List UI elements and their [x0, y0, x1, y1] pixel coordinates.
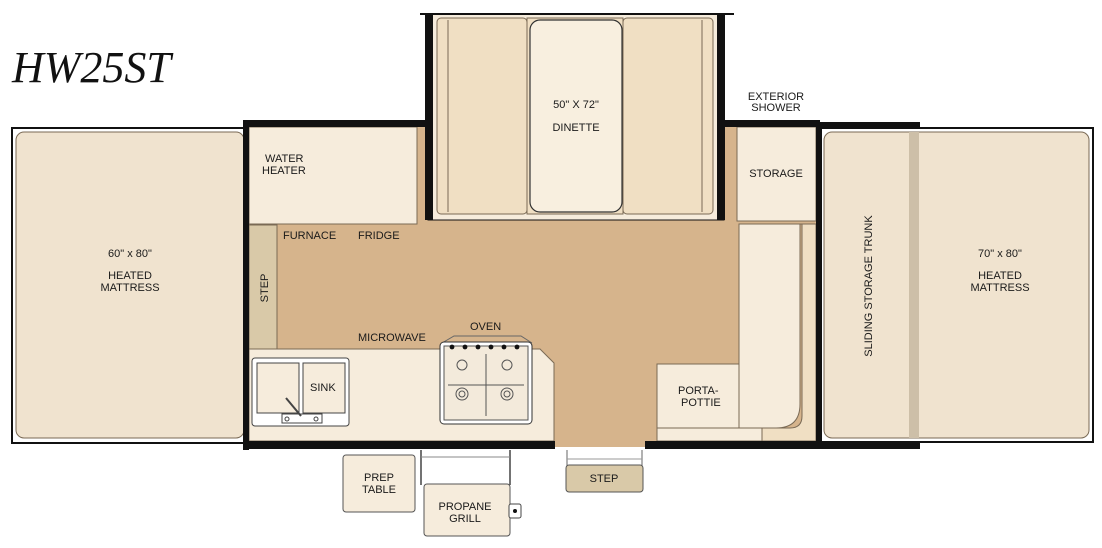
left-bed-mattress: MATTRESS [100, 282, 159, 294]
dinette [420, 13, 734, 221]
porta-pottie-base [656, 427, 763, 442]
water-heater-label-1: WATER [265, 153, 304, 165]
porta-pottie-label-2: POTTIE [681, 397, 721, 409]
oven-label: OVEN [470, 321, 501, 333]
propane-grill-label-2: GRILL [449, 513, 481, 525]
oven-knobs [449, 344, 520, 350]
prep-table-label-2: TABLE [362, 484, 396, 496]
entry-step-label: STEP [590, 473, 619, 485]
right-bed-mattress: MATTRESS [970, 282, 1029, 294]
model-title: HW25ST [11, 43, 174, 92]
left-bed-size: 60" x 80" [108, 248, 152, 260]
right-bed [820, 127, 1094, 443]
dinette-size: 50" X 72" [553, 99, 599, 111]
oven [439, 335, 533, 425]
entry-step [565, 450, 644, 493]
walls [243, 120, 920, 450]
water-heater-label-2: HEATER [262, 165, 306, 177]
porta-pottie-label-1: PORTA- [678, 385, 719, 397]
left-bed-heated: HEATED [108, 270, 152, 282]
sliding-storage-trunk-label: SLIDING STORAGE TRUNK [863, 215, 875, 357]
furnace-label: FURNACE [283, 230, 336, 242]
right-bed-heated: HEATED [978, 270, 1022, 282]
sink-label: SINK [310, 382, 336, 394]
fridge-label: FRIDGE [358, 230, 400, 242]
left-bed [11, 127, 251, 444]
dinette-label: DINETTE [552, 122, 599, 134]
propane-grill [420, 450, 522, 537]
storage [736, 126, 817, 222]
prep-table-label-1: PREP [364, 472, 394, 484]
exterior-shower-label-2: SHOWER [751, 102, 801, 114]
microwave-label: MICROWAVE [358, 332, 426, 344]
sink [251, 357, 350, 427]
propane-grill-label-1: PROPANE [439, 501, 492, 513]
storage-label: STORAGE [749, 168, 803, 180]
right-bed-size: 70" x 80" [978, 248, 1022, 260]
right-bench-seat [738, 223, 801, 429]
trunk-stripe [909, 132, 919, 438]
inside-step-label: STEP [259, 274, 271, 303]
prep-table [342, 454, 416, 513]
exterior-shower-label-1: EXTERIOR [748, 91, 804, 103]
porta-pottie [656, 363, 740, 429]
water-heater [248, 126, 418, 225]
